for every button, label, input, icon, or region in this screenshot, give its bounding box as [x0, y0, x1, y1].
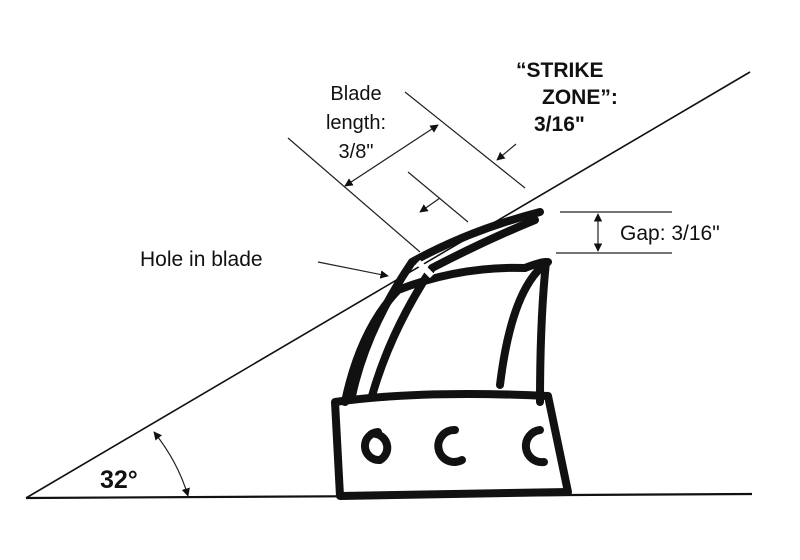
strike-zone-label-3: 3/16" [534, 113, 585, 136]
hole-label: Hole in blade [140, 248, 263, 271]
slope-line [25, 71, 751, 499]
blade-inner [368, 216, 539, 400]
strike-zone-ext [407, 171, 469, 223]
base-body [331, 390, 572, 500]
gap-label: Gap: 3/16" [620, 222, 720, 245]
base-circle-right [521, 426, 548, 467]
fin-inner-curve [496, 258, 552, 389]
blade-length-dimension [344, 124, 439, 187]
blade-hole [415, 259, 435, 279]
hole-pointer [317, 261, 389, 279]
angle-arc [153, 431, 190, 497]
strike-zone-arrow [496, 143, 517, 161]
blade-length-label-1: Blade [330, 83, 381, 105]
base-circle-middle [434, 426, 466, 466]
base-circle-left [360, 428, 392, 465]
blade-length-ext-right [404, 91, 526, 189]
angle-label: 32° [100, 466, 138, 494]
strike-zone-label-2: ZONE”: [542, 86, 618, 109]
blade-length-ext-left [287, 137, 421, 253]
blade-length-label-3: 3/8" [339, 141, 374, 163]
strike-zone-label-1: “STRIKE [516, 59, 604, 82]
blade-outer [348, 208, 544, 400]
strike-zone-arrow-low [419, 197, 441, 213]
blade-length-label-2: length: [326, 112, 386, 134]
